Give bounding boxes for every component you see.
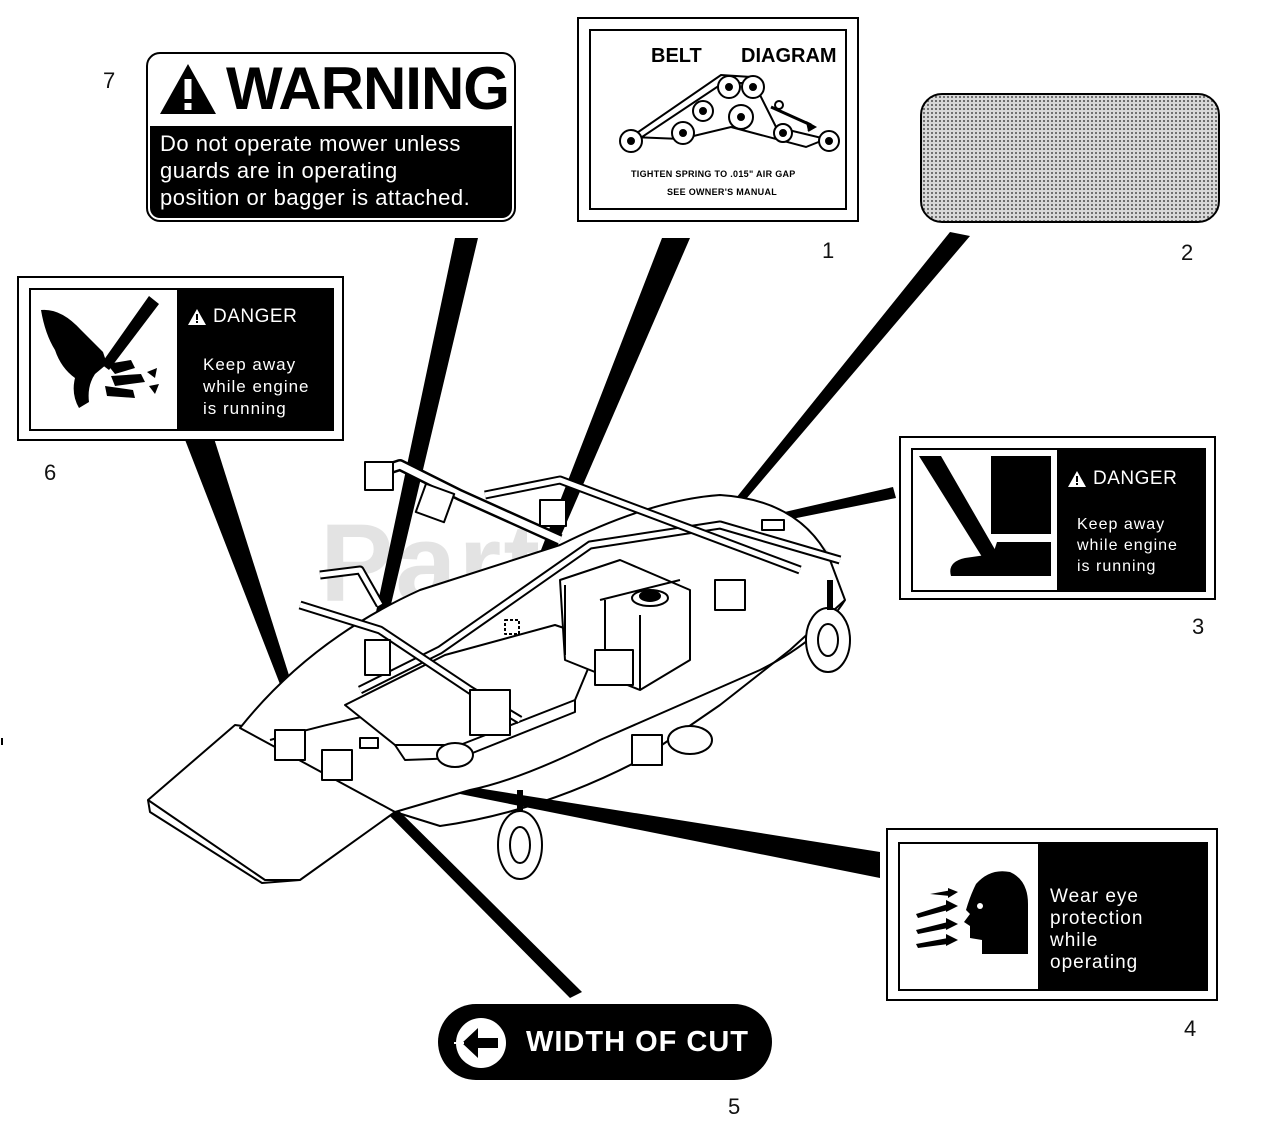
warning-line-3: position or bagger is attached. [160,185,471,210]
danger-hand-heading: DANGER [213,306,298,327]
danger-triangle-icon [188,309,206,325]
danger-foot-line-1: Keep away [1077,516,1166,533]
danger-hand-decal: DANGER Keep away while engine is running [17,276,344,441]
foot-cut-icon [919,456,1051,576]
warning-line-1: Do not operate mower unless [160,131,461,156]
belt-diagram-decal: BELT DIAGRAM [577,17,859,222]
belt-diagram-title-right: DIAGRAM [741,45,837,67]
callout-number-7: 7 [103,68,116,93]
eye-protection-line-4: operating [1050,952,1139,973]
danger-foot-message: Keep away while engine is running [1077,514,1178,577]
warning-heading: WARNING [226,55,510,122]
callout-number-3: 3 [1192,614,1205,639]
belt-diagram-title-left: BELT [651,45,702,67]
leader-2 [728,232,970,512]
callout-number-6: 6 [44,460,57,485]
danger-triangle-icon [1068,471,1086,487]
danger-foot-line-3: is running [1077,558,1157,575]
warning-line-2: guards are in operating [160,158,398,183]
callout-number-2: 2 [1181,240,1194,265]
leader-6 [182,432,300,710]
eye-protection-line-3: while [1050,930,1099,951]
width-of-cut-text: WIDTH OF CUT [526,1026,750,1058]
left-arrow-circle-icon [454,1018,506,1068]
danger-hand-line-1: Keep away [203,355,297,374]
hand-cut-icon [41,296,159,408]
eye-protection-line-2: protection [1050,908,1144,929]
callout-number-1: 1 [822,238,835,263]
head-eye-protection-icon [916,871,1028,954]
leader-5 [372,792,582,998]
callout-number-4: 4 [1184,1016,1197,1041]
danger-hand-message: Keep away while engine is running [203,354,310,420]
danger-hand-line-3: is running [203,399,287,418]
danger-hand-line-2: while engine [203,377,310,396]
warning-decal: WARNING Do not operate mower unless guar… [146,52,516,222]
eye-protection-line-1: Wear eye [1050,886,1139,907]
leader-4 [400,776,880,878]
eye-protection-message: Wear eye protection while operating [1050,886,1143,974]
width-of-cut-decal: WIDTH OF CUT [438,1004,772,1080]
blank-textured-decal [920,93,1220,223]
danger-foot-line-2: while engine [1077,537,1178,554]
belt-diagram-note-1: TIGHTEN SPRING TO .015" AIR GAP [631,169,796,179]
eye-protection-decal: Wear eye protection while operating [886,828,1218,1001]
belt-diagram-note-2: SEE OWNER'S MANUAL [667,187,778,197]
deck-linework [147,459,851,884]
callout-number-5: 5 [728,1094,741,1119]
belt-routing-icon [619,73,840,153]
warning-triangle-icon [160,64,216,114]
warning-message: Do not operate mower unless guards are i… [150,126,512,218]
danger-foot-decal: DANGER Keep away while engine is running [899,436,1216,600]
danger-foot-heading: DANGER [1093,468,1178,489]
